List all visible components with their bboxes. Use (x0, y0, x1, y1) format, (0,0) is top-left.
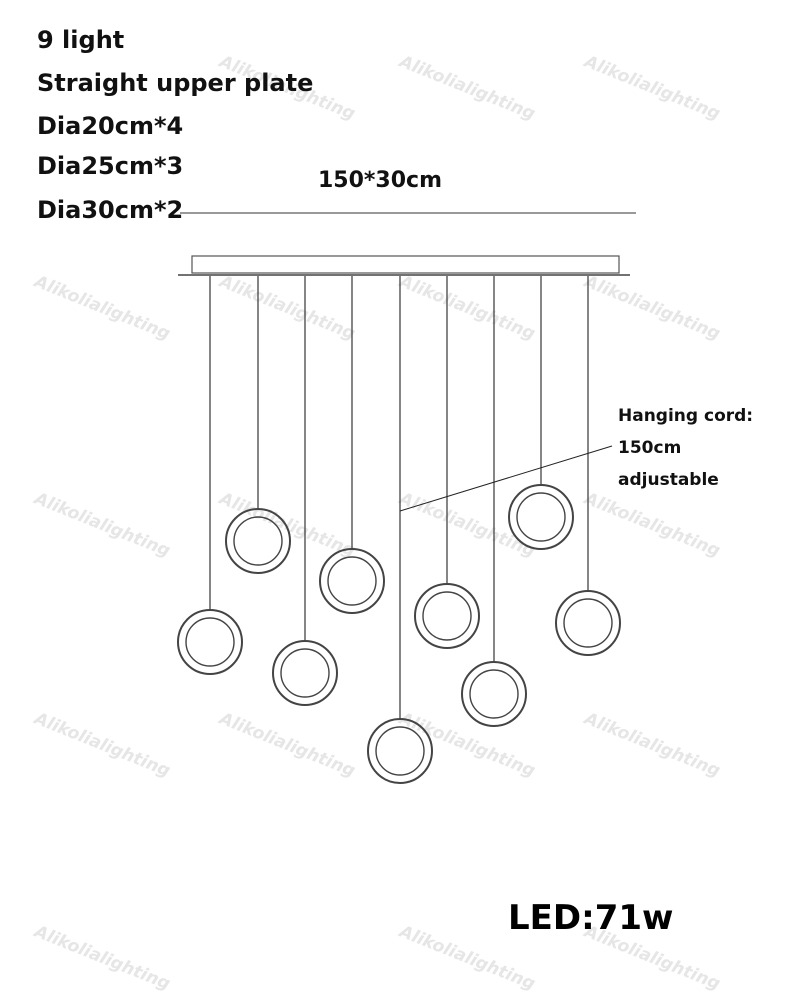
ring-light (508, 484, 574, 550)
spec-dia-25: Dia25cm*3 (37, 152, 184, 180)
light-rings (177, 484, 621, 784)
cord-leader-line (399, 445, 613, 512)
ring-light (555, 590, 621, 656)
hanging-cords (209, 276, 589, 719)
spec-light-count: 9 light (37, 26, 125, 54)
plate-dimension-label: 150*30cm (318, 168, 443, 193)
ring-light (225, 508, 291, 574)
spec-dia-30: Dia30cm*2 (37, 196, 184, 224)
ring-light (414, 583, 480, 649)
ceiling-plate (191, 255, 620, 274)
cord-note-title: Hanging cord: (618, 406, 754, 426)
ring-light (367, 718, 433, 784)
cord-note-length: 150cm (618, 438, 682, 458)
ring-light (319, 548, 385, 614)
spec-plate: Straight upper plate (37, 69, 314, 97)
spec-dia-20: Dia20cm*4 (37, 112, 184, 140)
cord-note-adjustable: adjustable (618, 470, 719, 490)
ring-light (272, 640, 338, 706)
power-label: LED:71w (508, 898, 674, 938)
ring-light (177, 609, 243, 675)
ring-light (461, 661, 527, 727)
